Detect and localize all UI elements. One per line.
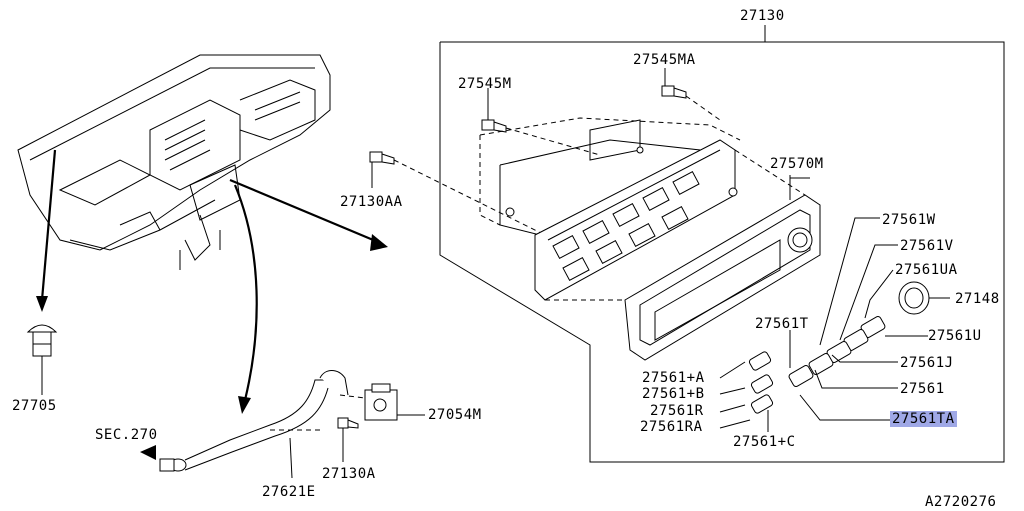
label-27054m: 27054M [428, 407, 482, 423]
label-27130a: 27130A [322, 466, 376, 482]
screw-27130aa [369, 151, 546, 236]
label-27561: 27561 [900, 381, 945, 397]
dash-screw-ma [685, 95, 721, 121]
actuator-27054m [319, 370, 425, 421]
label-27561ta: 27561TA [890, 411, 957, 427]
screw-27130a [337, 417, 359, 462]
clip-27705 [26, 324, 58, 395]
label-sec-270: SEC.270 [95, 427, 158, 443]
dash-screw-m [505, 127, 601, 156]
screw-27545m [481, 88, 507, 133]
label-27561-plus-a: 27561+A [642, 370, 705, 386]
label-27130aa: 27130AA [340, 194, 403, 210]
knob-27148 [898, 281, 950, 315]
dash-bezel-top [734, 149, 806, 196]
label-27545ma: 27545MA [633, 52, 696, 68]
label-27561v: 27561V [900, 238, 954, 254]
sec-arrow [140, 445, 156, 460]
arrow-to-assembly [229, 178, 379, 244]
screw-27545ma [661, 68, 687, 99]
label-27570m: 27570M [770, 156, 824, 172]
label-27561ua: 27561UA [895, 262, 958, 278]
label-27561t: 27561T [755, 316, 809, 332]
arrow-to-hose [233, 184, 258, 401]
label-27561ra: 27561RA [640, 419, 703, 435]
callout-leaders [719, 177, 928, 432]
arrow-head-clip [36, 296, 48, 312]
diagram-code: A2720276 [925, 494, 997, 510]
label-27561r: 27561R [650, 403, 704, 419]
hose-27621e [159, 379, 329, 479]
control-panel [534, 139, 738, 301]
button-caps [748, 316, 886, 414]
label-27561u: 27561U [928, 328, 982, 344]
label-27561-plus-b: 27561+B [642, 386, 705, 402]
label-27148: 27148 [955, 291, 1000, 307]
label-27621e: 27621E [262, 484, 316, 500]
label-27561w: 27561W [882, 212, 936, 228]
assembly-frame [439, 41, 1005, 463]
label-27561-plus-c: 27561+C [733, 434, 796, 450]
arrow-head-hose [238, 396, 251, 414]
label-27705: 27705 [12, 398, 57, 414]
label-27130: 27130 [740, 8, 785, 24]
label-27561j: 27561J [900, 355, 954, 371]
label-27545m: 27545M [458, 76, 512, 92]
arrow-head-assembly [370, 234, 388, 251]
dashboard-drawing [17, 54, 331, 270]
arrow-to-clip [40, 149, 57, 301]
